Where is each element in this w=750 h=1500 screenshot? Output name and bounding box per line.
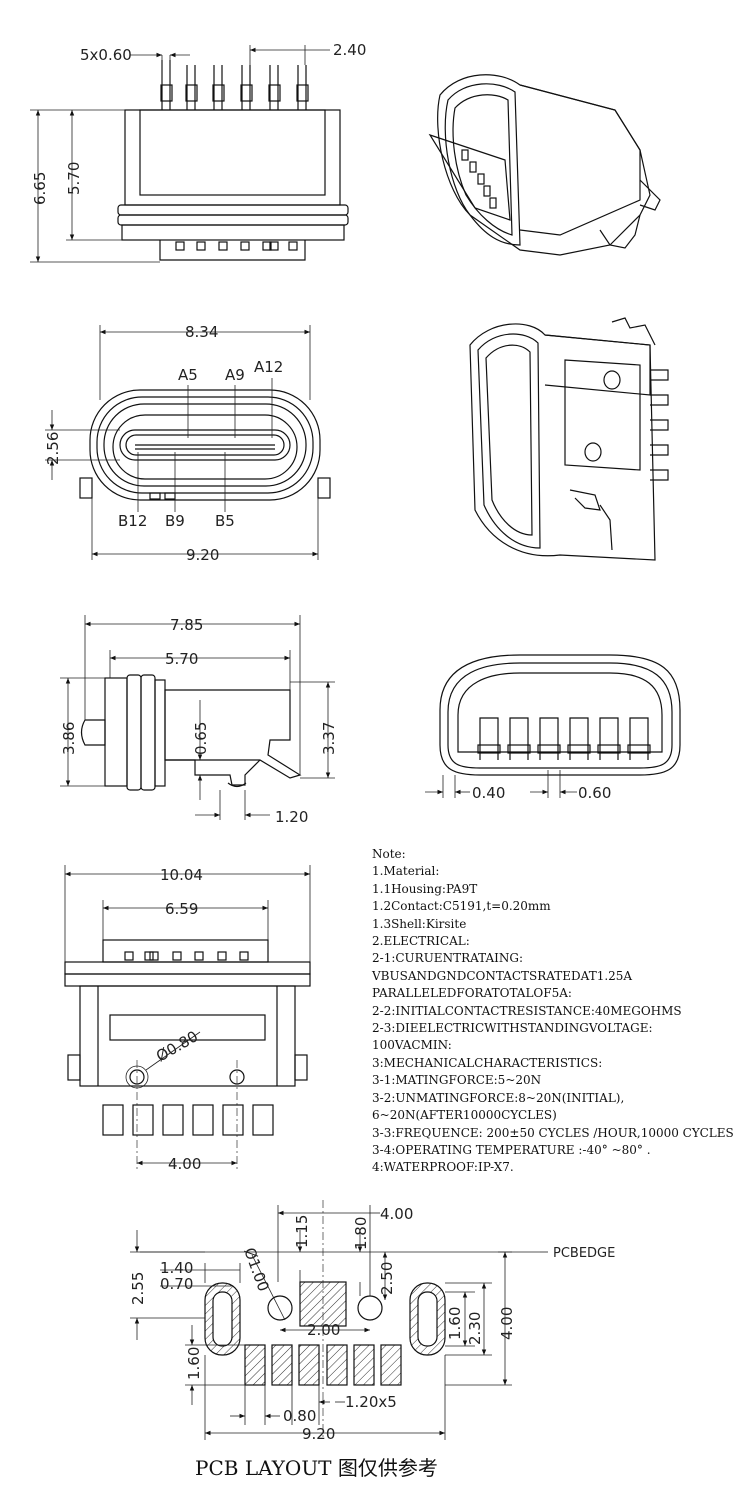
top-view: 5x0.60 2.40 6.65 5.70: [30, 41, 366, 263]
dim-side-body: 5.70: [165, 650, 198, 668]
pin-label-b5: B5: [215, 512, 235, 530]
dim-pitch: 5x0.60: [80, 46, 132, 64]
dim-rear-pitch-a: 0.40: [472, 784, 505, 802]
rear-view: 0.40 0.60: [425, 654, 681, 802]
note-line: Note:: [372, 847, 406, 861]
pin-label-b12: B12: [118, 512, 147, 530]
pcb-layout-caption: PCB LAYOUT 图仅供参考: [195, 1456, 438, 1480]
dim-rear-pitch-b: 0.60: [578, 784, 611, 802]
dim-side-length: 7.85: [170, 616, 203, 634]
pcb-dim-hole: Ø1.00: [240, 1245, 272, 1294]
dim-span: 2.40: [333, 41, 366, 59]
pcb-dim-200: 2.00: [307, 1321, 340, 1339]
pcb-dim-080: 0.80: [283, 1407, 316, 1425]
dim-side-foot: 1.20: [275, 808, 308, 826]
note-line: 3-1:MATINGFORCE:5~20N: [372, 1073, 542, 1088]
note-line: 3-2:UNMATINGFORCE:8~20N(INITIAL),: [372, 1090, 625, 1105]
pcb-dim-width: 9.20: [302, 1425, 335, 1443]
pcb-dim-160-right: 1.60: [446, 1307, 464, 1340]
note-line: PARALLELEDFORATOTALOF5A:: [372, 986, 572, 1001]
dim-bottom-hole: Ø0.80: [153, 1027, 201, 1065]
pcb-dim-400-right: 4.00: [498, 1307, 516, 1340]
dim-side-height-right: 3.37: [320, 722, 338, 755]
pcb-dim-255: 2.55: [129, 1272, 147, 1305]
note-line: 1.Material:: [372, 864, 440, 879]
pin-label-a5: A5: [178, 366, 198, 384]
pcb-edge-label: PCBEDGE: [553, 1246, 615, 1261]
note-line: 2-2:INITIALCONTACTRESISTANCE:40MEGOHMS: [372, 1003, 682, 1018]
pin-label-a9: A9: [225, 366, 245, 384]
note-line: 2-1:CURUENTRATAING:: [372, 951, 524, 966]
pcb-layout: PCBEDGE 4.00 1.15 1.80 Ø1.0: [129, 1200, 615, 1443]
note-line: VBUSANDGNDCONTACTSRATEDAT1.25A: [372, 968, 633, 983]
dim-side-offset: 0.65: [192, 722, 210, 755]
note-line: 3:MECHANICALCHARACTERISTICS:: [372, 1055, 603, 1070]
note-line: 3-4:OPERATING TEMPERATURE :-40° ~80° .: [372, 1142, 651, 1157]
isometric-view-front: [428, 74, 661, 256]
dim-height-body: 5.70: [65, 162, 83, 195]
pcb-dim-pitch: 1.20x5: [345, 1393, 397, 1411]
pcb-dim-top-width: 4.00: [380, 1205, 413, 1223]
dim-height: 2.56: [44, 432, 62, 465]
dim-side-height-left: 3.86: [60, 722, 78, 755]
front-view: 8.34 9.20 2.56 A5 A9 A12 B12 B9 B5: [44, 323, 331, 564]
note-line: 1.3Shell:Kirsite: [372, 916, 467, 931]
dim-outer-width: 9.20: [186, 546, 219, 564]
pcb-dim-250: 2.50: [378, 1262, 396, 1295]
dim-inner-width: 8.34: [185, 323, 218, 341]
dim-bottom-width-inner: 6.59: [165, 900, 198, 918]
side-view: 7.85 5.70 3.86 3.37 0.65 1.20: [60, 615, 338, 826]
pcb-dim-070: 0.70: [160, 1275, 193, 1293]
pin-label-b9: B9: [165, 512, 185, 530]
note-line: 3-3:FREQUENCE: 200±50 CYCLES /HOUR,10000…: [372, 1125, 734, 1140]
dim-bottom-hole-pitch: 4.00: [168, 1155, 201, 1173]
dim-bottom-width-total: 10.04: [160, 866, 203, 884]
note-line: 1.1Housing:PA9T: [372, 881, 478, 896]
pcb-dim-230: 2.30: [466, 1312, 484, 1345]
note-line: 2.ELECTRICAL:: [372, 934, 470, 949]
pcb-dim-115: 1.15: [293, 1215, 311, 1248]
note-line: 4:WATERPROOF:IP-X7.: [372, 1160, 514, 1175]
dim-height-total: 6.65: [31, 172, 49, 205]
note-line: 2-3:DIEELECTRICWITHSTANDINGVOLTAGE:: [372, 1021, 653, 1036]
isometric-view-rear: [469, 317, 669, 561]
pin-label-a12: A12: [254, 358, 283, 376]
pcb-dim-140: 1.40: [160, 1259, 193, 1277]
note-line: 6~20N(AFTER10000CYCLES): [372, 1108, 557, 1123]
notes-panel: Note: 1.Material: 1.1Housing:PA9T 1.2Con…: [372, 846, 747, 1177]
note-line: 100VACMIN:: [372, 1038, 452, 1053]
pcb-dim-160-left: 1.60: [185, 1347, 203, 1380]
note-line: 1.2Contact:C5191,t=0.20mm: [372, 899, 551, 914]
pcb-dim-180: 1.80: [352, 1217, 370, 1250]
bottom-view: 10.04 6.59 Ø0.80 4.00: [64, 865, 311, 1173]
